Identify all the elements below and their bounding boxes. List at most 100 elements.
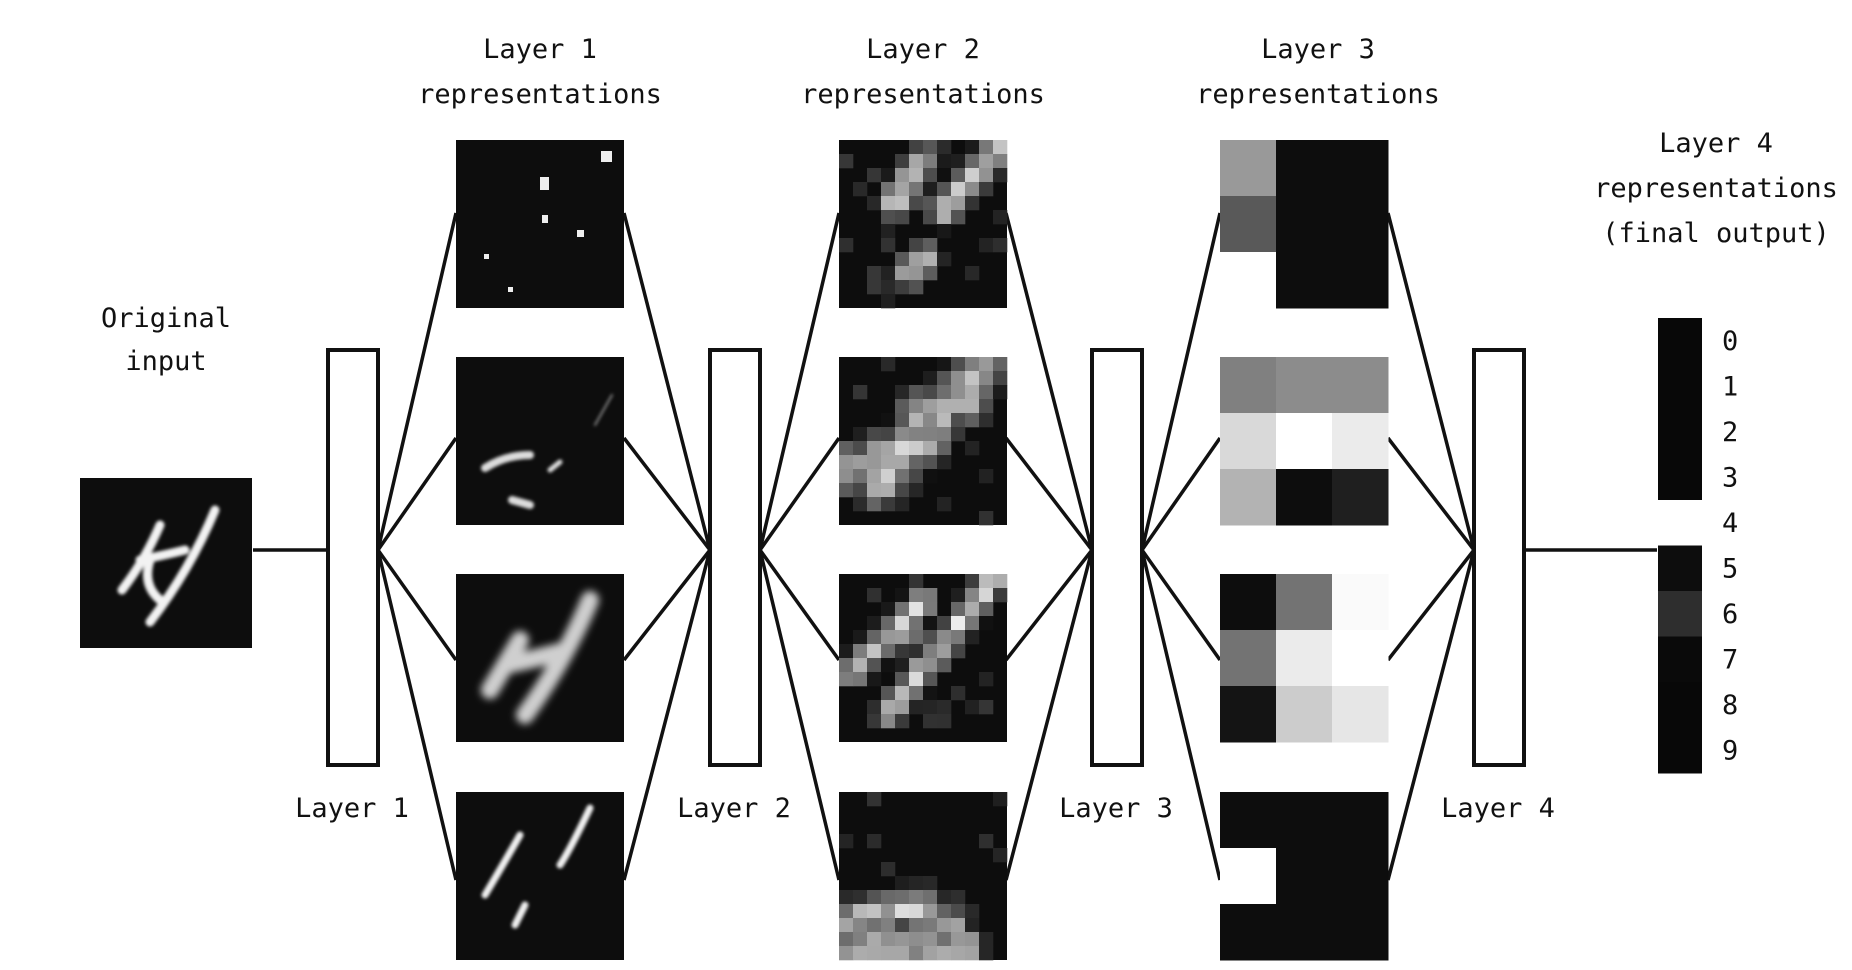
map-pixel: [881, 862, 896, 877]
map-pixel: [993, 357, 1008, 372]
map-pixel: [923, 700, 938, 715]
map-pixel: [909, 686, 924, 701]
layer3-representations-title: Layer 3: [1261, 34, 1375, 65]
map-pixel: [979, 700, 994, 715]
map-pixel: [993, 574, 1008, 589]
map-pixel: [867, 588, 882, 603]
map-pixel: [895, 182, 910, 197]
layer3-map-cell: [1332, 252, 1389, 309]
layer3-representations: [1220, 140, 1389, 961]
layer3-map-cell: [1276, 196, 1333, 253]
map-pixel: [909, 672, 924, 687]
layer3-map-cell: [1220, 196, 1277, 253]
map-pixel: [951, 210, 966, 225]
map-pixel: [937, 210, 952, 225]
map-pixel: [979, 413, 994, 428]
connection-line: [1140, 549, 1222, 881]
map-pixel: [937, 182, 952, 197]
map-pixel: [979, 946, 994, 961]
map-pixel: [881, 616, 896, 631]
map-pixel: [923, 196, 938, 211]
map-pixel: [895, 904, 910, 919]
layer3-box: [1090, 348, 1144, 767]
layer3-map-cell: [1332, 469, 1389, 526]
map-pixel: [839, 672, 854, 687]
map-pixel: [895, 455, 910, 470]
map-pixel: [895, 252, 910, 267]
map-pixel: [839, 483, 854, 498]
map-pixel: [895, 483, 910, 498]
connection-line: [1140, 548, 1222, 662]
original-input-image: [80, 478, 252, 648]
map-pixel: [951, 890, 966, 905]
output-cell: [1658, 363, 1702, 410]
map-pixel: [895, 700, 910, 715]
map-pixel: [951, 588, 966, 603]
map-pixel: [895, 154, 910, 169]
map-pixel: [895, 266, 910, 281]
output-cell: [1658, 682, 1702, 728]
map-pixel: [993, 210, 1008, 225]
map-pixel: [895, 672, 910, 687]
map-pixel: [965, 616, 980, 631]
layer3-map-cell: [1332, 904, 1389, 961]
map-pixel: [937, 616, 952, 631]
map-pixel: [937, 630, 952, 645]
map-pixel: [923, 168, 938, 183]
map-pixel: [881, 658, 896, 673]
map-pixel: [909, 441, 924, 456]
map-pixel: [895, 210, 910, 225]
map-pixel: [937, 497, 952, 512]
map-pixel: [895, 686, 910, 701]
map-pixel: [909, 918, 924, 933]
connection-line: [1386, 548, 1476, 662]
map-pixel: [909, 252, 924, 267]
map-pixel: [951, 427, 966, 442]
map-pixel: [867, 792, 882, 807]
map-pixel: [881, 357, 896, 372]
map-pixel: [867, 280, 882, 295]
layer2-representation-3: [839, 574, 1008, 742]
map-pixel: [881, 918, 896, 933]
map-pixel: [979, 672, 994, 687]
map-pixel: [979, 182, 994, 197]
map-pixel: [965, 371, 980, 386]
map-pixel: [937, 932, 952, 947]
map-pixel: [951, 168, 966, 183]
map-pixel: [979, 357, 994, 372]
map-pixel: [965, 357, 980, 372]
output-class-label: 2: [1722, 417, 1738, 448]
output-class-label: 6: [1722, 599, 1738, 630]
map-pixel: [979, 399, 994, 414]
map-pixel: [909, 904, 924, 919]
map-pixel: [867, 266, 882, 281]
connection-line: [1386, 212, 1476, 551]
map-pixel: [909, 196, 924, 211]
layer3-map-cell: [1332, 196, 1389, 253]
map-pixel: [853, 658, 868, 673]
map-pixel: [909, 658, 924, 673]
connection-line: [622, 549, 712, 881]
layer3-map-cell: [1220, 140, 1277, 197]
layer4-representations-title: representations: [1594, 173, 1838, 204]
map-pixel: [909, 413, 924, 428]
map-pixel: [881, 932, 896, 947]
map-pixel: [909, 280, 924, 295]
map-pixel: [881, 413, 896, 428]
map-pixel: [993, 385, 1008, 400]
layer3-map-cell: [1220, 630, 1277, 687]
map-pixel: [909, 168, 924, 183]
layer2-representations-title: representations: [801, 79, 1045, 110]
map-pixel: [909, 616, 924, 631]
map-pixel: [923, 714, 938, 729]
map-pixel: [895, 876, 910, 891]
map-pixel: [867, 427, 882, 442]
layer4-box: [1472, 348, 1526, 767]
map-pixel: [937, 399, 952, 414]
map-pixel: [979, 574, 994, 589]
map-pixel: [965, 630, 980, 645]
map-pixel: [853, 672, 868, 687]
map-pixel: [839, 918, 854, 933]
layer3-map-cell: [1332, 848, 1389, 905]
map-pixel: [881, 238, 896, 253]
